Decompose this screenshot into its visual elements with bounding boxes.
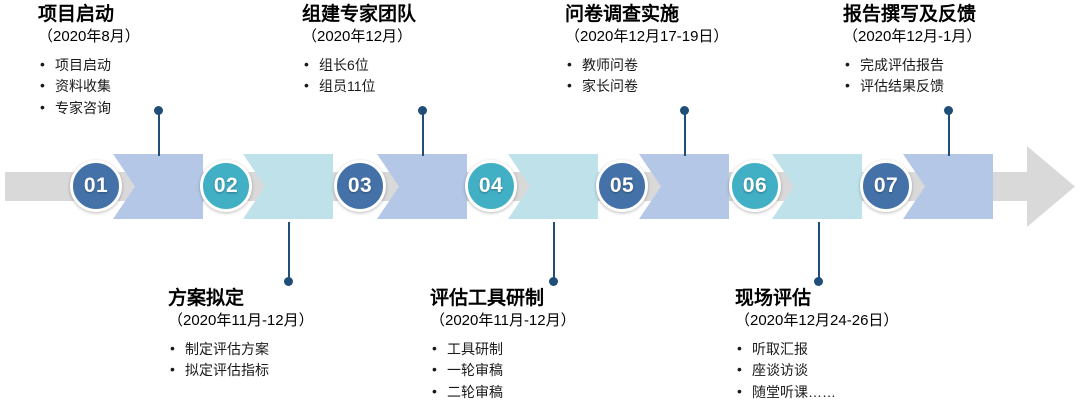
connector-line-07: [948, 112, 950, 156]
connector-dot-07: [944, 106, 953, 115]
step-bullets-05: 教师问卷 家长问卷: [565, 54, 825, 98]
timeline-node-02[interactable]: 02: [200, 160, 252, 212]
timeline-node-03[interactable]: 03: [334, 160, 386, 212]
chevron-block-07: [903, 154, 993, 219]
chevron-block-05: [639, 154, 729, 219]
list-item: 资料收集: [38, 75, 298, 98]
node-number-06: 06: [742, 174, 768, 197]
connector-line-04: [553, 222, 555, 280]
list-item: 听取汇报: [735, 338, 995, 361]
timeline-node-05[interactable]: 05: [596, 160, 648, 212]
list-item: 教师问卷: [565, 54, 825, 77]
step-bullets-04: 工具研制 一轮审稿 二轮审稿: [430, 338, 690, 404]
chevron-block-04: [508, 154, 598, 219]
step-title-01: 项目启动: [38, 4, 115, 25]
timeline-node-07[interactable]: 07: [860, 160, 912, 212]
timeline-node-04[interactable]: 04: [465, 160, 517, 212]
node-number-03: 03: [347, 174, 373, 197]
chevron-block-01: [113, 154, 203, 219]
connector-line-01: [158, 112, 160, 156]
step-bullets-07: 完成评估报告 评估结果反馈: [843, 54, 1080, 98]
step-block-04: 评估工具研制 （2020年11月-12月） 工具研制 一轮审稿 二轮审稿: [430, 288, 690, 404]
connector-dot-04: [549, 277, 558, 286]
timeline-arrow-head: [975, 146, 1075, 227]
connector-dot-05: [680, 106, 689, 115]
node-number-07: 07: [873, 174, 899, 197]
step-block-06: 现场评估 （2020年12月24-26日） 听取汇报 座谈访谈 随堂听课……: [735, 288, 995, 404]
list-item: 专家咨询: [38, 97, 298, 120]
list-item: 制定评估方案: [168, 338, 428, 361]
chevron-block-03: [377, 154, 467, 219]
step-bullets-01: 项目启动 资料收集 专家咨询: [38, 54, 298, 120]
step-block-01: 项目启动 （2020年8月） 项目启动 资料收集 专家咨询: [38, 4, 298, 120]
step-date-06: （2020年12月24-26日）: [735, 312, 899, 330]
step-title-07: 报告撰写及反馈: [843, 4, 977, 25]
connector-line-03: [422, 112, 424, 156]
step-title-02: 方案拟定: [168, 288, 245, 309]
list-item: 完成评估报告: [843, 54, 1080, 77]
connector-dot-06: [814, 277, 823, 286]
step-title-04: 评估工具研制: [430, 288, 545, 309]
step-block-02: 方案拟定 （2020年11月-12月） 制定评估方案 拟定评估指标: [168, 288, 428, 382]
connector-line-02: [288, 222, 290, 280]
chevron-block-02: [243, 154, 333, 219]
list-item: 项目启动: [38, 54, 298, 77]
list-item: 组员11位: [302, 75, 562, 98]
node-number-02: 02: [213, 174, 239, 197]
step-title-06: 现场评估: [735, 288, 812, 309]
list-item: 二轮审稿: [430, 381, 690, 404]
connector-dot-03: [418, 106, 427, 115]
step-bullets-03: 组长6位 组员11位: [302, 54, 562, 98]
connector-dot-02: [284, 277, 293, 286]
node-number-04: 04: [478, 174, 504, 197]
list-item: 拟定评估指标: [168, 359, 428, 382]
step-date-05: （2020年12月17-19日）: [565, 28, 729, 46]
step-block-05: 问卷调查实施 （2020年12月17-19日） 教师问卷 家长问卷: [565, 4, 825, 98]
list-item: 评估结果反馈: [843, 75, 1080, 98]
list-item: 组长6位: [302, 54, 562, 77]
list-item: 随堂听课……: [735, 381, 995, 404]
node-number-01: 01: [83, 174, 109, 197]
step-title-03: 组建专家团队: [302, 4, 417, 25]
step-date-04: （2020年11月-12月）: [430, 312, 576, 330]
step-date-07: （2020年12月-1月）: [843, 28, 982, 46]
step-title-05: 问卷调查实施: [565, 4, 680, 25]
list-item: 工具研制: [430, 338, 690, 361]
list-item: 座谈访谈: [735, 359, 995, 382]
timeline-node-01[interactable]: 01: [70, 160, 122, 212]
chevron-block-06: [772, 154, 862, 219]
node-number-05: 05: [609, 174, 635, 197]
list-item: 家长问卷: [565, 75, 825, 98]
step-date-03: （2020年12月）: [302, 28, 413, 46]
step-bullets-02: 制定评估方案 拟定评估指标: [168, 338, 428, 382]
connector-line-05: [684, 112, 686, 156]
connector-line-06: [818, 222, 820, 280]
step-block-03: 组建专家团队 （2020年12月） 组长6位 组员11位: [302, 4, 562, 98]
step-date-01: （2020年8月）: [38, 28, 140, 46]
list-item: 一轮审稿: [430, 359, 690, 382]
step-bullets-06: 听取汇报 座谈访谈 随堂听课……: [735, 338, 995, 404]
step-date-02: （2020年11月-12月）: [168, 312, 314, 330]
timeline-node-06[interactable]: 06: [729, 160, 781, 212]
step-block-07: 报告撰写及反馈 （2020年12月-1月） 完成评估报告 评估结果反馈: [843, 4, 1080, 98]
